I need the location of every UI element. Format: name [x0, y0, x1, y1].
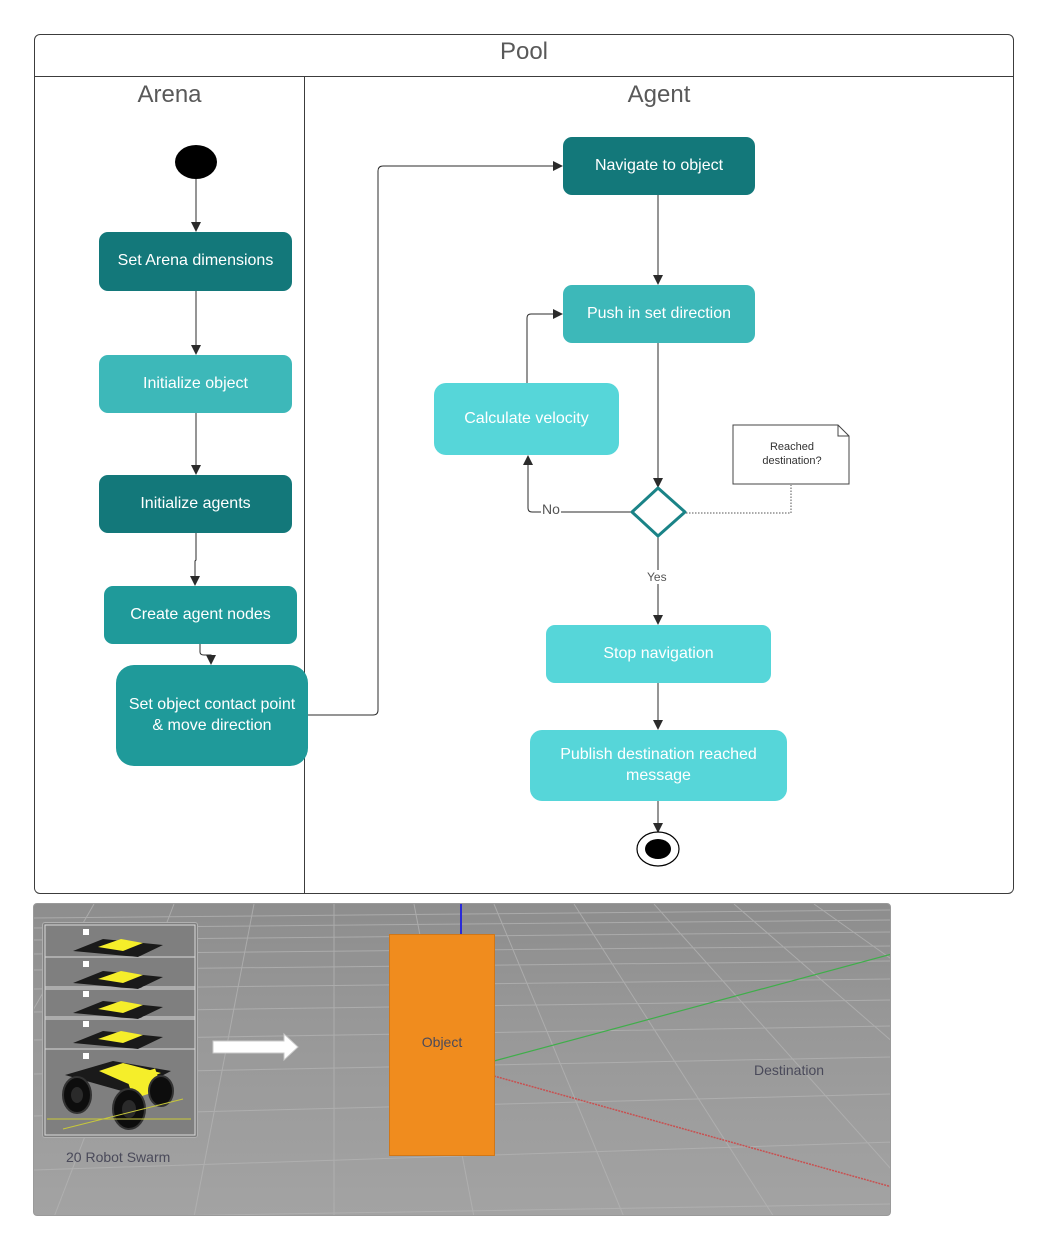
- y-axis: [493, 953, 890, 1062]
- label-yes: Yes: [645, 570, 669, 584]
- label-no: No: [541, 501, 561, 517]
- object-label: Object: [421, 1034, 463, 1050]
- robot-swarm-panel: [42, 922, 198, 1138]
- robot-icon: [73, 991, 163, 1019]
- pool-header-divider: [35, 76, 1013, 77]
- lane-title-agent: Agent: [627, 81, 691, 108]
- edge-velocity-to-push: [526, 309, 563, 383]
- node-create-agent-nodes: Create agent nodes: [104, 586, 297, 644]
- robot-icon: [73, 929, 163, 957]
- destination-label: Destination: [754, 1062, 825, 1078]
- end-node: [645, 839, 671, 859]
- edge-decision-no: [523, 455, 632, 513]
- node-publish-message: Publish destination reached message: [530, 730, 787, 801]
- simulation-view: Object Destination 20 Robot Swarm: [33, 903, 891, 1216]
- lane-title-arena: Arena: [137, 81, 202, 108]
- robot-icon: [73, 1021, 163, 1049]
- edge-contact-to-navigate: [308, 161, 563, 716]
- node-set-arena-dimensions: Set Arena dimensions: [99, 232, 292, 291]
- node-stop-navigation: Stop navigation: [546, 625, 771, 683]
- pool-frame: [34, 34, 1014, 894]
- object-block: [390, 935, 494, 1155]
- decision-diamond: [630, 486, 687, 538]
- robot-large-icon: [47, 1053, 191, 1130]
- start-node: [175, 145, 217, 179]
- node-initialize-object: Initialize object: [99, 355, 292, 413]
- note-link: [686, 485, 792, 514]
- robot-icon: [73, 961, 163, 989]
- node-calculate-velocity: Calculate velocity: [434, 383, 619, 455]
- node-push-in-direction: Push in set direction: [563, 285, 755, 343]
- node-set-contact-point: Set object contact point & move directio…: [116, 665, 308, 766]
- node-initialize-agents: Initialize agents: [99, 475, 292, 533]
- node-navigate-to-object: Navigate to object: [563, 137, 755, 195]
- pool-title: Pool: [499, 38, 549, 65]
- swarm-label: 20 Robot Swarm: [66, 1149, 171, 1165]
- note-fold: [837, 425, 849, 437]
- edge-agents-to-nodes: [190, 533, 200, 586]
- note-shape: [732, 424, 850, 485]
- edge-nodes-to-contact: [199, 644, 216, 665]
- note-reached-destination: Reached destination?: [762, 441, 822, 467]
- arrow-right-icon: [212, 1032, 299, 1062]
- lane-divider: [304, 77, 305, 893]
- x-axis: [493, 1075, 890, 1188]
- robot-swarm-image: [44, 924, 196, 1136]
